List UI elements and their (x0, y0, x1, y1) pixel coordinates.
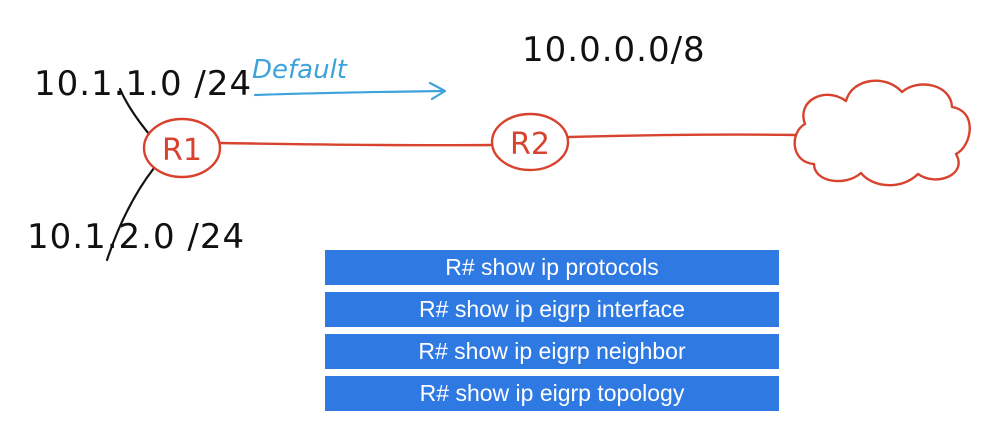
internet-cloud-icon (793, 79, 971, 187)
router-r2-icon (490, 112, 570, 172)
command-show-ip-eigrp-neighbor: R# show ip eigrp neighbor (325, 334, 779, 369)
default-route-arrow-head (428, 81, 447, 101)
default-route-arrow-line (253, 89, 446, 97)
network-label-r2-remote: 10.0.0.0/8 (522, 30, 706, 70)
command-show-ip-protocols: R# show ip protocols (325, 250, 779, 285)
r1-r2-link (218, 141, 493, 147)
router-r1-label: R1 (162, 133, 202, 168)
router-r2-label: R2 (510, 127, 550, 162)
r2-cloud-link (567, 133, 798, 139)
command-show-ip-eigrp-interface: R# show ip eigrp interface (325, 292, 779, 327)
command-show-ip-eigrp-topology: R# show ip eigrp topology (325, 376, 779, 411)
network-label-r1-bottom: 10.1.2.0 /24 (27, 217, 245, 257)
r1-top-network-link (118, 87, 151, 136)
r1-bottom-network-link (105, 166, 156, 262)
command-list: R# show ip protocols R# show ip eigrp in… (325, 250, 779, 418)
router-r1-icon (142, 117, 222, 179)
default-route-label: Default (252, 55, 348, 85)
network-label-r1-top: 10.1.1.0 /24 (34, 64, 252, 104)
